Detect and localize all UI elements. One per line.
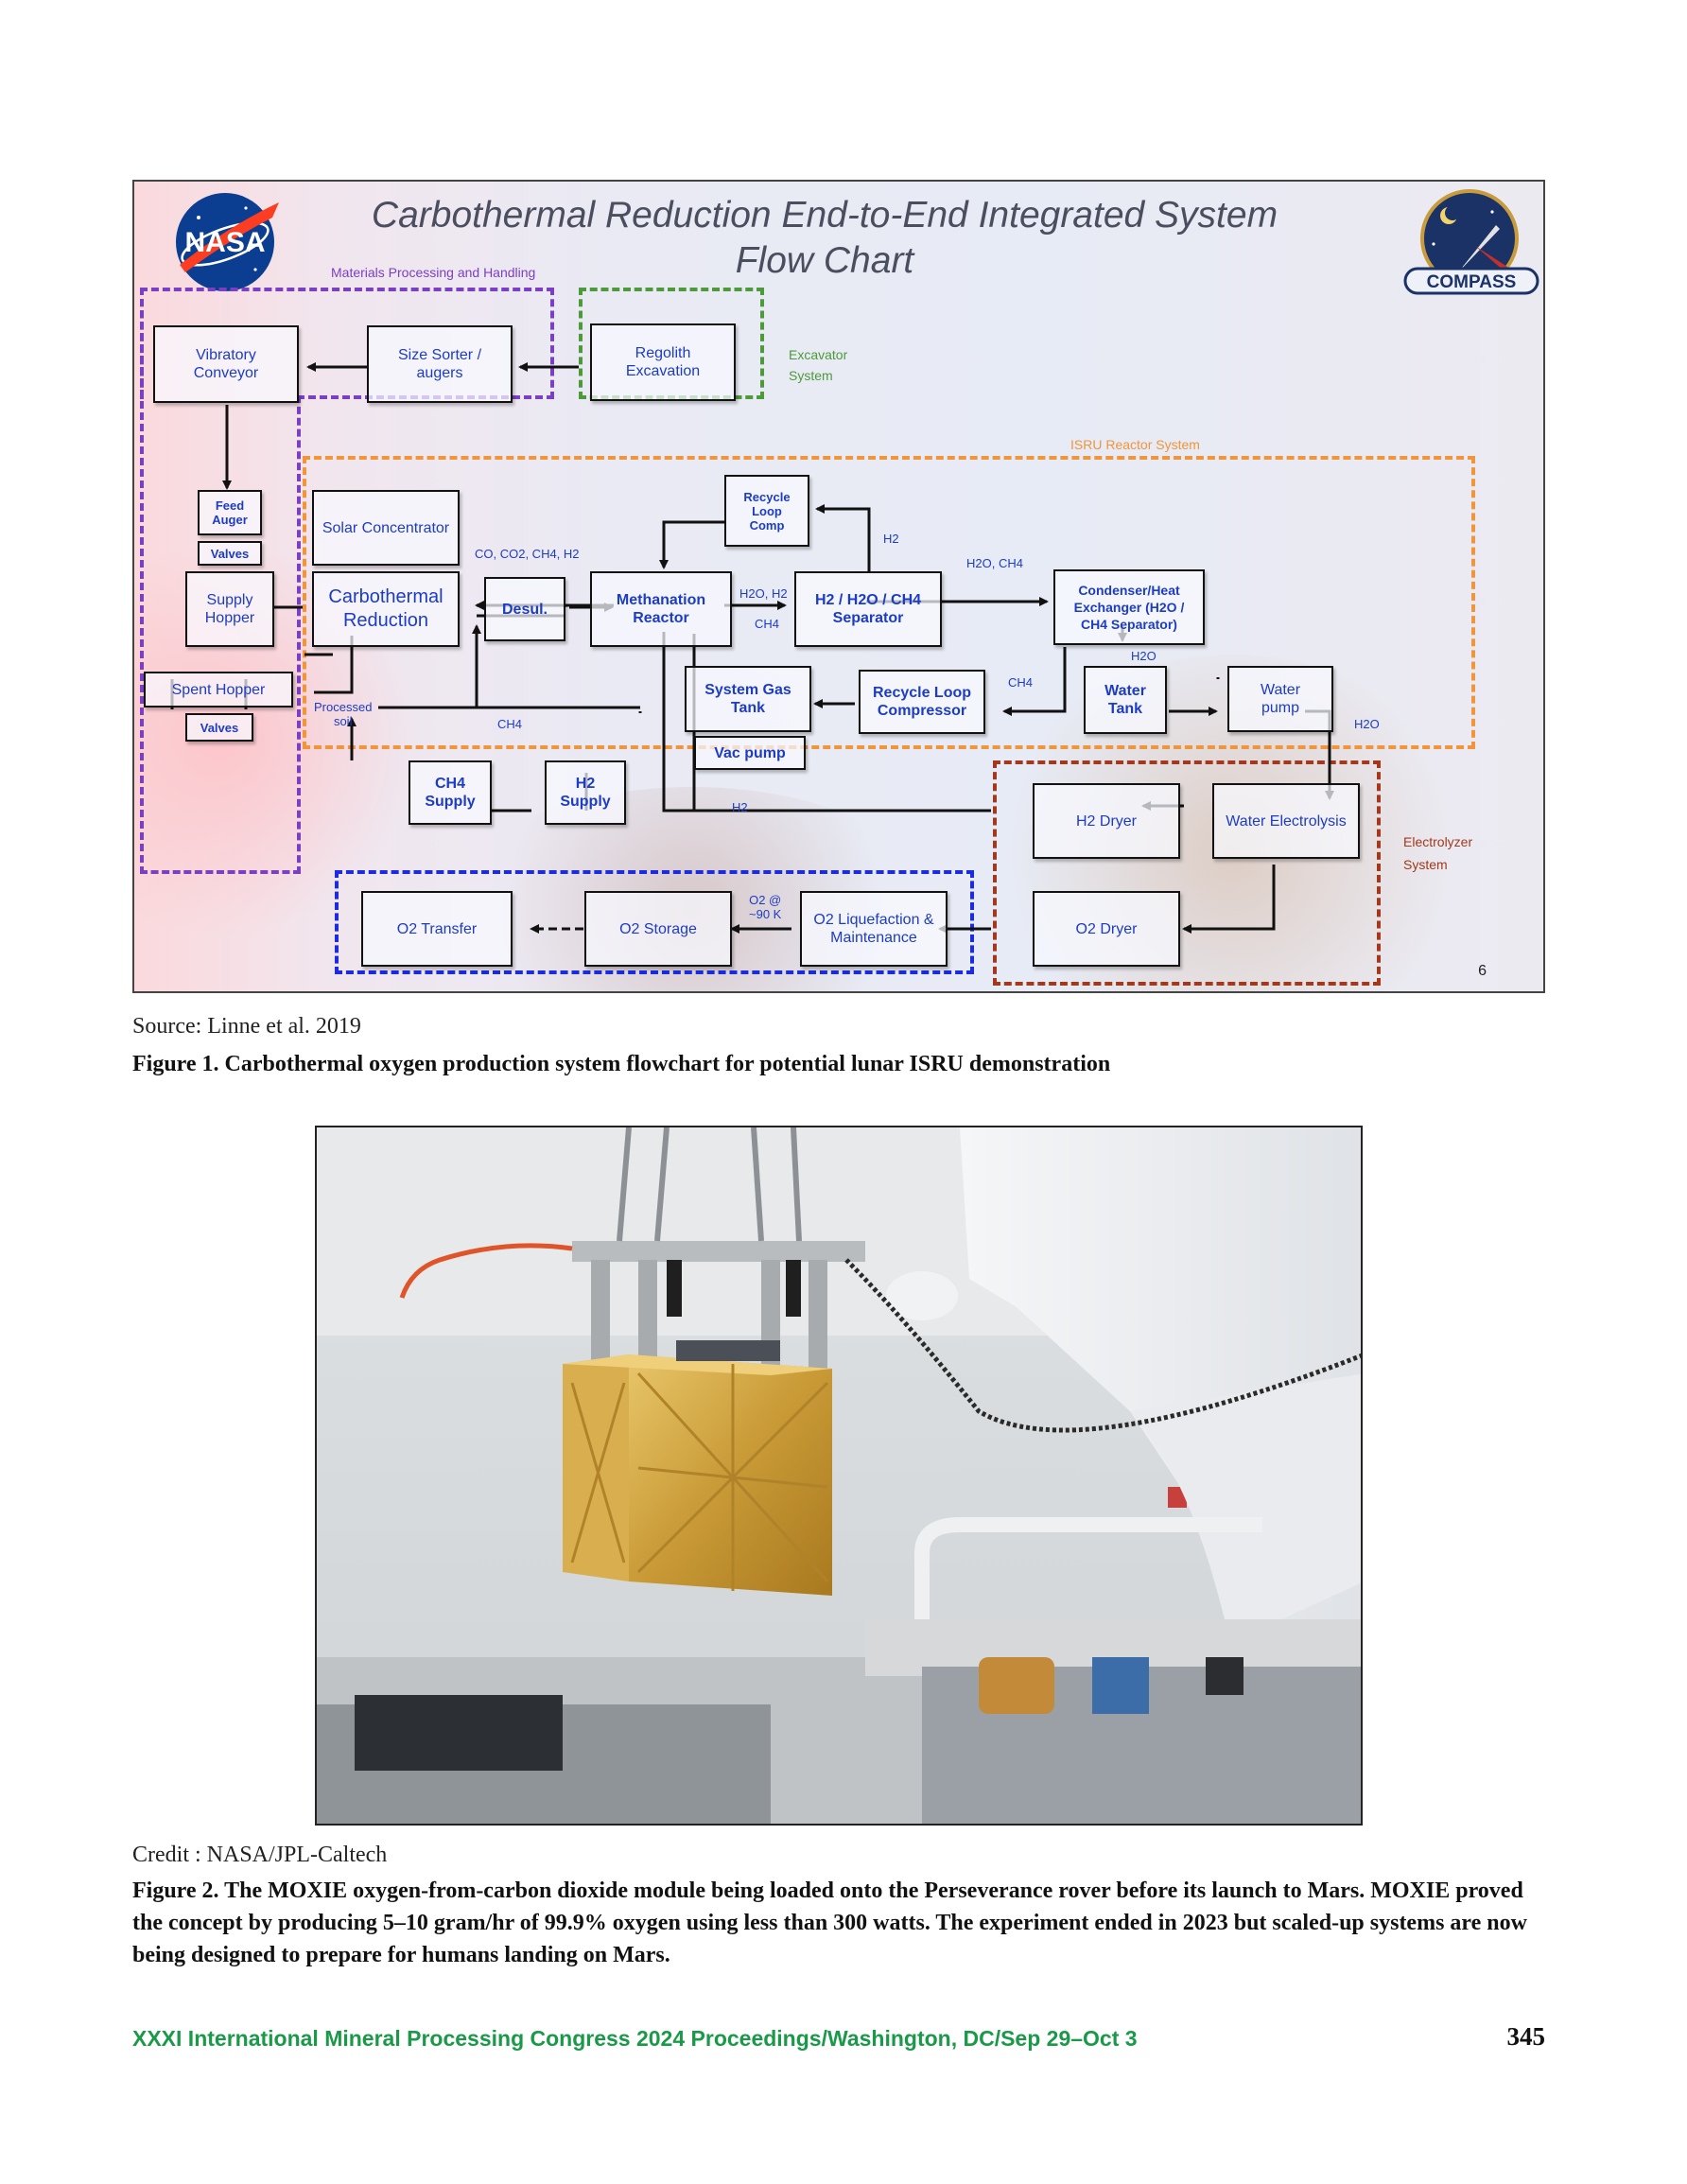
- solar-concentrator-box: Solar Concentrator: [312, 490, 460, 566]
- o2-storage-box: O2 Storage: [584, 891, 732, 967]
- flow-label-h2o-ch4: H2O, CH4: [966, 556, 1023, 570]
- flow-label-ch4-mid: CH4: [755, 617, 780, 631]
- recycle-loop-compressor-box: Recycle Loop Compressor: [859, 670, 985, 734]
- size-sorter-box: Size Sorter / augers: [367, 325, 513, 403]
- electrolyzer-zone-label: Electrolyzer System: [1403, 834, 1473, 872]
- excavator-zone-label: Excavator System: [789, 347, 848, 383]
- moxie-photo: [315, 1126, 1363, 1826]
- supply-hopper-box: Supply Hopper: [185, 571, 274, 647]
- water-tank-box: Water Tank: [1084, 666, 1167, 734]
- flow-label-h2-low: H2: [732, 800, 748, 814]
- feed-auger-box: Feed Auger: [198, 490, 262, 535]
- h2-supply-box: H2 Supply: [545, 760, 626, 825]
- o2-liquefaction-box: O2 Liquefaction & Maintenance: [800, 891, 948, 967]
- svg-text:COMPASS: COMPASS: [1427, 272, 1517, 292]
- flow-label-processed-soil: Processed soil: [314, 700, 373, 728]
- water-electrolysis-box: Water Electrolysis: [1212, 783, 1360, 859]
- materials-zone-inner: [297, 395, 301, 874]
- flow-label-h2o-pump: H2O: [1354, 717, 1380, 731]
- flow-label-h2o-cond: H2O: [1131, 649, 1157, 663]
- flowchart-figure: NASA COMPASS Carbothermal Reduction End-…: [132, 180, 1545, 993]
- materials-zone-label: Materials Processing and Handling: [331, 265, 536, 280]
- o2-transfer-box: O2 Transfer: [361, 891, 513, 967]
- desul-box: Desul.: [484, 577, 565, 641]
- materials-zone-bottom: [140, 870, 301, 874]
- flow-label-ch4-low: CH4: [497, 717, 523, 731]
- separator-box: H2 / H2O / CH4 Separator: [794, 571, 942, 647]
- recycle-loop-comp-box: Recycle Loop Comp: [724, 475, 809, 547]
- svg-text:NASA: NASA: [184, 227, 265, 258]
- water-pump-box: Water pump: [1227, 666, 1333, 732]
- footer-proceedings: XXXI International Mineral Processing Co…: [132, 2026, 1138, 2051]
- o2-dryer-box: O2 Dryer: [1033, 891, 1180, 967]
- regolith-excavation-box: Regolith Excavation: [590, 323, 736, 401]
- figure2-caption: Figure 2. The MOXIE oxygen-from-carbon d…: [132, 1878, 1527, 1967]
- isru-zone: [303, 456, 1475, 749]
- spent-hopper-box: Spent Hopper: [144, 672, 293, 708]
- vibratory-conveyor-box: Vibratory Conveyor: [153, 325, 299, 403]
- flow-label-co-gases: CO, CO2, CH4, H2: [475, 547, 580, 561]
- electrolyzer-zone: [993, 760, 1381, 986]
- slide-number: 6: [1478, 963, 1487, 979]
- ch4-supply-box: CH4 Supply: [409, 760, 492, 825]
- flow-label-ch4-right: CH4: [1008, 675, 1034, 690]
- compass-logo: COMPASS: [1401, 187, 1541, 297]
- carbothermal-reduction-box: Carbothermal Reduction: [312, 571, 460, 647]
- figure1-source: Source: Linne et al. 2019: [132, 1014, 361, 1039]
- condenser-box: Condenser/Heat Exchanger (H2O / CH4 Sepa…: [1053, 569, 1205, 645]
- materials-zone-lower: [140, 288, 144, 874]
- system-gas-tank-box: System Gas Tank: [685, 666, 811, 732]
- flow-label-h2o-h2: H2O, H2: [739, 586, 788, 601]
- h2-dryer-box: H2 Dryer: [1033, 783, 1180, 859]
- valves-bottom-box: Valves: [185, 713, 253, 742]
- page-number: 345: [1506, 2022, 1546, 2051]
- isru-zone-label: ISRU Reactor System: [1070, 437, 1200, 452]
- vac-pump-box: Vac pump: [694, 736, 806, 770]
- flow-label-h2-top: H2: [883, 532, 899, 546]
- nasa-logo: NASA: [170, 189, 284, 293]
- figure1-caption: Figure 1. Carbothermal oxygen production…: [132, 1052, 1111, 1076]
- figure2-credit: Credit : NASA/JPL-Caltech: [132, 1843, 388, 1867]
- methanation-reactor-box: Methanation Reactor: [590, 571, 732, 647]
- o2-zone: [335, 870, 974, 974]
- slide-title: Carbothermal Reduction End-to-End Integr…: [371, 195, 1278, 281]
- valves-top-box: Valves: [198, 541, 262, 566]
- flow-label-o2-90k: O2 @ ~90 K: [749, 893, 782, 921]
